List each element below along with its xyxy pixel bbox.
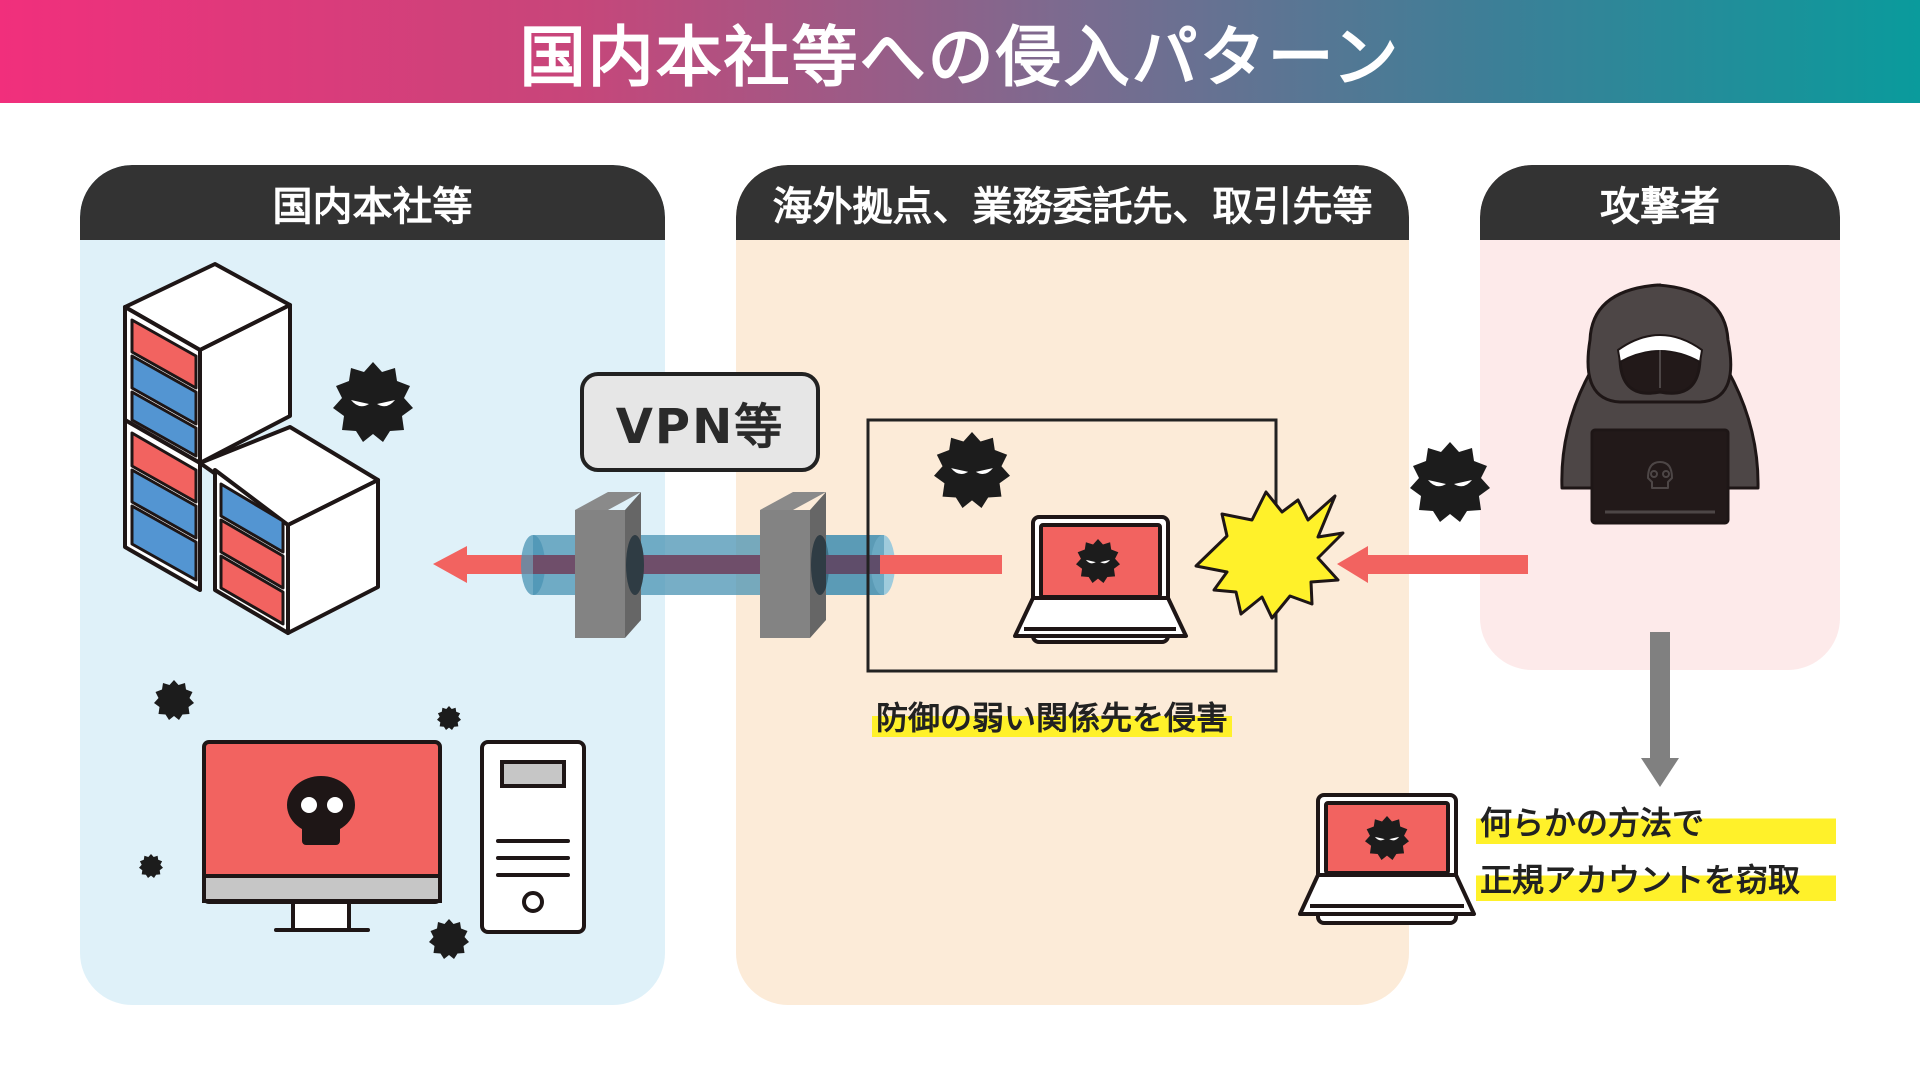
arrow-down-icon [1641,632,1679,787]
laptop-virus-icon [1298,793,1476,925]
virus-icon [154,680,194,720]
caption-steal-line2-text: 正規アカウントを窃取 [1476,855,1836,901]
caption-steal-line1-text: 何らかの方法で [1476,798,1836,844]
virus-icon [429,919,469,959]
server-rack-icon [123,262,380,635]
caption-steal-line2: 正規アカウントを窃取 [1476,855,1836,901]
hacker-icon [1560,283,1760,525]
vpn-label-box: VPN等 [580,372,820,472]
virus-icon [333,362,413,442]
arrow-left-icon [1337,546,1528,583]
panel-header-overseas: 海外拠点、業務委託先、取引先等 [736,165,1409,240]
panel-header-headquarters: 国内本社等 [80,165,665,240]
panel-header-attacker: 攻撃者 [1480,165,1840,240]
virus-icon [437,706,461,730]
page-title: 国内本社等への侵入パターン [519,18,1401,96]
caption-steal-line1: 何らかの方法で [1476,798,1836,844]
virus-icon [934,432,1010,508]
caption-weak-partner: 防御の弱い関係先を侵害 [872,693,1233,739]
virus-icon [1410,442,1490,522]
pc-tower-icon [480,740,586,934]
monitor-skull-icon [202,740,442,932]
title-banner: 国内本社等への侵入パターン [0,0,1920,103]
explosion-icon [1194,490,1345,620]
firewall-icon [575,492,644,638]
firewall-icon [760,492,829,638]
vpn-label: VPN等 [615,399,785,455]
virus-icon [139,854,163,878]
caption-weak-partner-text: 防御の弱い関係先を侵害 [872,699,1233,737]
